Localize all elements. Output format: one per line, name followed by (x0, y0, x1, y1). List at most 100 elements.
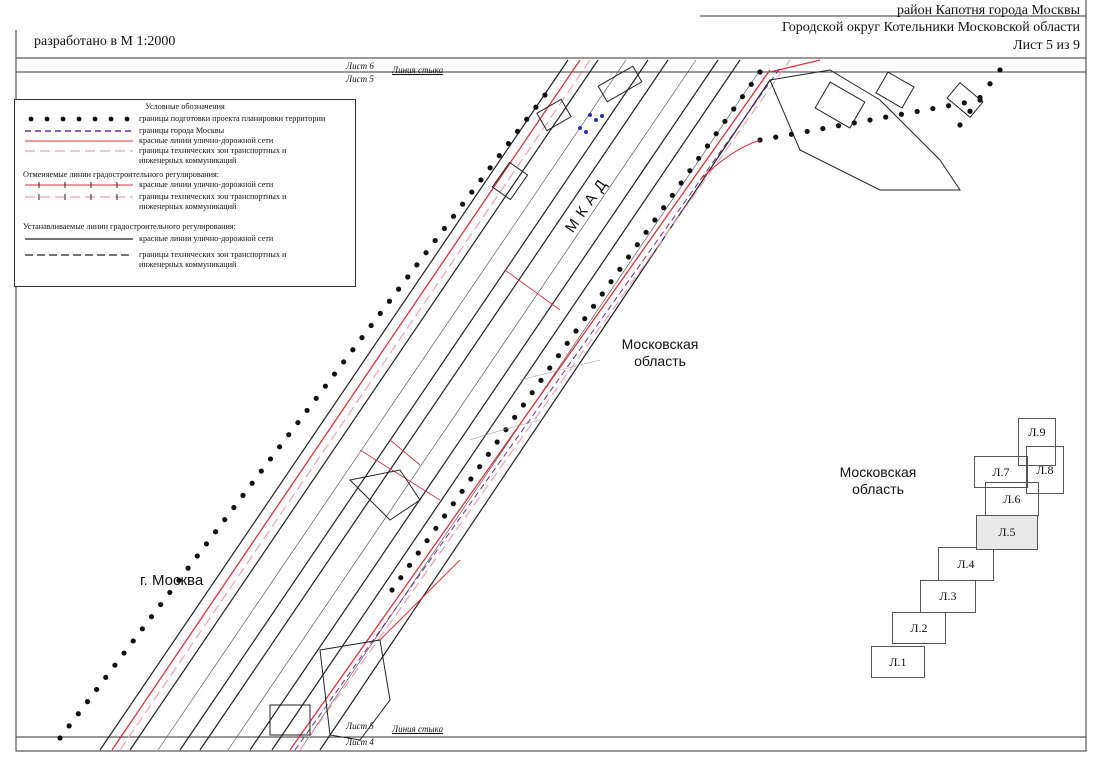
boundary-dot (267, 456, 274, 462)
legend-cancel-red-symbol (25, 182, 133, 188)
boundary-dot (538, 377, 544, 383)
label-mo-1-line2: область (634, 353, 686, 369)
legend-est-zone-symbol (25, 254, 133, 256)
label-mo-1-line1: Московская (621, 336, 699, 352)
boundary-dot (103, 674, 109, 680)
boundary-dot (277, 444, 283, 450)
boundary-dot (249, 480, 255, 486)
boundary-dot (121, 650, 127, 656)
boundary-dot (450, 501, 456, 507)
boundary-dot (505, 140, 511, 147)
legend-est-red-lines: красные линии улично-дорожной сети (139, 234, 274, 243)
boundary-dot (203, 541, 210, 547)
boundary-dot (66, 723, 72, 729)
match-top-upper-sheet: Лист 6 (346, 61, 374, 71)
label-moscow-city: г. Москва (140, 572, 204, 589)
boundary-dot (194, 553, 200, 559)
key-sheet-2: Л.2 (892, 612, 946, 644)
boundary-dot (222, 517, 228, 523)
boundary-dot (441, 225, 447, 232)
boundary-dot (533, 104, 539, 110)
boundary-dot (459, 488, 465, 494)
boundary-dot (386, 298, 393, 304)
boundary-dot (258, 468, 264, 474)
match-bottom-upper-sheet: Лист 5 (346, 721, 374, 731)
boundary-dot (957, 122, 963, 128)
boundary-dot (494, 439, 500, 445)
boundary-dot (573, 328, 579, 334)
header-sheet-number: Лист 5 из 9 (1013, 38, 1080, 53)
boundary-dot (331, 371, 338, 377)
boundary-dot (987, 81, 993, 87)
boundary-dot (368, 322, 374, 329)
boundary-dot (75, 711, 81, 717)
boundary-dot (625, 254, 632, 260)
boundary-dot (945, 103, 952, 109)
boundary-dot (57, 735, 63, 741)
boundary-dot (432, 237, 438, 244)
header-district: район Капотня города Москвы (896, 3, 1080, 18)
boundary-dot (529, 390, 535, 396)
boundary-dot (304, 407, 310, 414)
boundary-dot (696, 155, 702, 161)
boundary-dot (542, 92, 548, 98)
legend-red-line-symbol (25, 140, 133, 142)
boundary-dot (341, 359, 347, 365)
legend-title: Условные обозначения (145, 102, 225, 111)
boundary-dot (914, 108, 920, 115)
boundary-dot (167, 589, 173, 596)
boundary-dot (423, 250, 429, 256)
boundary-dot (240, 492, 246, 498)
legend-cancel-zone: границы технических зон транспортных и (139, 192, 287, 201)
boundary-dot (930, 105, 936, 112)
label-mo-2-line2: область (852, 481, 904, 497)
boundary-dot (130, 638, 136, 644)
moscow-border (294, 67, 781, 751)
boundary-dot (687, 168, 693, 174)
boundary-dot (485, 451, 491, 457)
boundary-dot (617, 266, 623, 272)
boundary-dot (377, 310, 383, 316)
boundary-dot (997, 67, 1003, 73)
label-moscow-oblast-1: Московская область (610, 336, 710, 370)
boundary-dot (477, 464, 483, 470)
blue-markers (578, 113, 604, 134)
boundary-dot (961, 100, 967, 106)
key-sheet-4: Л.4 (938, 547, 994, 581)
boundary-dot (731, 106, 737, 112)
boundary-dot (582, 316, 588, 322)
legend-item-tech-zone-2: инженерных коммуникаций (139, 156, 237, 165)
boundary-dot (406, 562, 413, 568)
legend-est-red-symbol (25, 238, 133, 240)
boundary-dot (713, 131, 719, 137)
boundary-dot (359, 335, 365, 341)
legend: Условные обозначения границы подготовки … (14, 99, 356, 287)
legend-item-red-lines: красные линии улично-дорожной сети (139, 136, 274, 145)
boundary-dot (520, 402, 527, 408)
boundary-dot (773, 134, 779, 140)
boundary-dot (555, 353, 562, 359)
legend-cancelled-title: Отменяемые линии градостроительного регу… (23, 170, 220, 179)
match-top-text: Линия стыка (392, 65, 444, 75)
key-sheet-7: Л.7 (974, 456, 1028, 488)
boundary-dot (450, 213, 457, 219)
legend-dots-symbol (28, 116, 130, 122)
boundary-dot (322, 383, 328, 389)
key-sheet-3: Л.3 (920, 580, 976, 613)
legend-item-tech-zone: границы технических зон транспортных и (139, 146, 287, 155)
boundary-dot (469, 189, 475, 195)
boundary-dot (415, 550, 421, 556)
boundary-dot (678, 180, 684, 186)
boundary-dot (405, 274, 411, 280)
boundary-dot (883, 114, 889, 120)
boundary-dot (804, 128, 810, 135)
legend-established-title: Устанавливаемые линии градостроительного… (23, 222, 236, 231)
boundary-dot (112, 662, 118, 668)
boundary-dot (634, 242, 640, 248)
legend-cancel-zone-symbol (25, 194, 133, 200)
boundary-dot (94, 686, 100, 693)
boundary-dot (395, 286, 402, 292)
boundary-dot (389, 587, 395, 593)
boundary-dot (313, 395, 319, 401)
boundary-dot (433, 525, 439, 531)
